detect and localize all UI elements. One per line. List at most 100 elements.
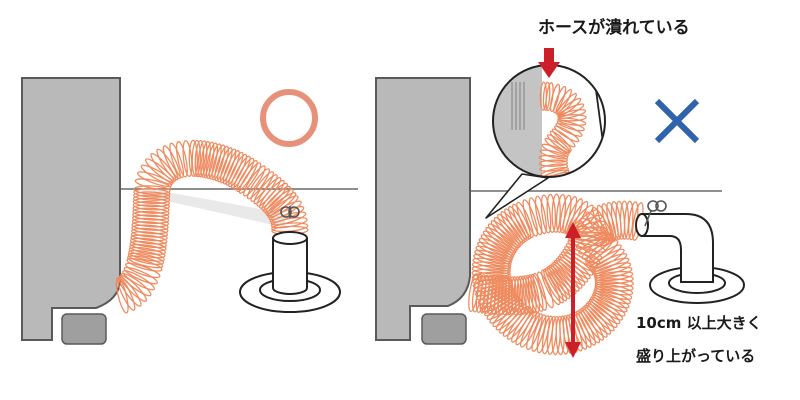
hose-ring: [211, 144, 226, 181]
hose-ring: [624, 200, 634, 240]
hose-ring: [582, 306, 608, 338]
hose-ring: [471, 271, 511, 282]
hose-ring: [264, 188, 294, 215]
drain-pipe-left: [272, 238, 308, 295]
hose-ring: [487, 223, 519, 250]
hose-ring: [128, 249, 165, 262]
hose-ring: [259, 179, 285, 209]
hose-ring: [475, 274, 487, 314]
crushed-hose-label: ホースが潰れている: [538, 18, 690, 38]
hose-ring: [236, 159, 258, 193]
hose-ring: [132, 194, 171, 205]
hose-ring: [134, 178, 172, 191]
hose-ring: [619, 200, 630, 240]
hose-ring: [531, 314, 547, 352]
hose-ring: [593, 288, 632, 305]
hose-ring: [504, 208, 528, 243]
hose-ring: [481, 291, 517, 313]
hose-ring: [131, 221, 169, 231]
hose-ring: [580, 307, 604, 341]
hose-ring: [127, 255, 164, 269]
hose-ring: [246, 168, 270, 200]
right-panel: [375, 48, 745, 358]
hose-ring: [591, 294, 626, 317]
hose-ring: [263, 185, 291, 213]
hose-ring: [476, 284, 514, 301]
hose-ring: [133, 188, 171, 198]
hose-ring: [119, 274, 148, 302]
hose-ring: [131, 217, 170, 228]
hose-ring: [552, 261, 580, 292]
hose-ring: [553, 85, 567, 114]
hose-ring: [208, 143, 222, 180]
hose-ring: [584, 304, 612, 335]
washer-foot-right: [421, 313, 467, 345]
hose-ring: [132, 204, 170, 214]
hose-ring: [120, 272, 152, 297]
hose-ring: [129, 237, 168, 249]
hose-ring: [512, 203, 532, 240]
raised-height-arrow-icon: [565, 222, 581, 358]
hose-ring: [130, 231, 168, 242]
hose-clip-left-icon: [280, 206, 300, 218]
hose-ring: [471, 261, 511, 272]
hose-ring: [205, 142, 219, 179]
hose-ring: [516, 201, 534, 239]
hose-ring: [593, 266, 633, 279]
hose-ring: [546, 266, 571, 300]
hose-ring: [131, 214, 170, 224]
hose-ring: [557, 114, 587, 122]
hose-ring: [145, 158, 175, 184]
hose-ring: [140, 164, 174, 185]
hose-ring: [594, 278, 635, 288]
hose-ring: [238, 162, 262, 194]
hose-ring: [129, 243, 167, 255]
hose-ring: [538, 159, 568, 167]
hose-ring: [540, 194, 552, 234]
hose-ring: [551, 128, 576, 148]
hose-ring: [538, 154, 568, 163]
hose-ring: [126, 257, 163, 272]
hose-ring: [541, 269, 561, 306]
hose-ring: [490, 220, 521, 249]
hose-ring: [542, 81, 551, 111]
hose-ring: [473, 279, 513, 293]
hose-ring: [133, 191, 171, 201]
drain-hose-right: [468, 193, 644, 356]
hose-ring: [131, 227, 169, 238]
hose-ring: [128, 246, 166, 259]
hose-ring: [472, 257, 512, 270]
hose-ring: [156, 148, 179, 181]
hose-ring: [132, 201, 170, 211]
hose-ring: [216, 147, 233, 183]
hose-ring: [486, 296, 520, 320]
hose-ring: [546, 134, 571, 154]
hose-ring: [590, 296, 624, 321]
hose-ring: [175, 140, 188, 178]
washer-foot-left: [61, 313, 107, 345]
hose-ring: [522, 199, 539, 237]
hose-ring: [132, 197, 171, 208]
hose-ring: [471, 264, 511, 275]
hose-ring: [200, 140, 211, 178]
hose-ring: [585, 302, 615, 332]
hose-ring: [182, 139, 193, 178]
hose-ring: [476, 241, 514, 260]
hose-ring: [596, 204, 615, 242]
hose-ring: [474, 282, 513, 297]
hose-ring: [131, 224, 169, 235]
hose-ring: [555, 122, 583, 137]
hose-ring: [162, 145, 181, 180]
hose-ring: [550, 263, 577, 295]
hose-ring: [493, 216, 522, 247]
hose-ring: [191, 139, 201, 178]
hose-ring: [132, 211, 170, 221]
hose-ring: [536, 315, 550, 354]
hose-ring: [261, 182, 288, 211]
crushed-arrow-icon: [538, 48, 560, 78]
verdict-circle-icon: [260, 89, 318, 147]
hose-ring: [508, 205, 530, 241]
verdict-cross-icon: [654, 98, 700, 144]
hose-ring: [528, 197, 543, 236]
